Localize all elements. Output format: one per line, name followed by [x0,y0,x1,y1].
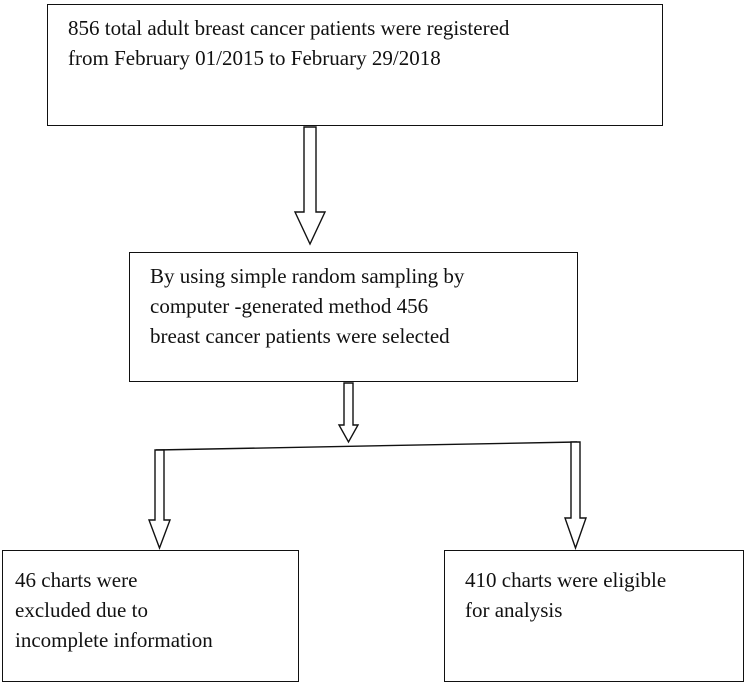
random-sampling-box: By using simple random sampling by compu… [129,252,578,382]
excluded-line-3: incomplete information [15,628,213,652]
arrow-to-sampling [293,126,327,246]
registered-patients-box: 856 total adult breast cancer patients w… [47,4,663,126]
registered-line-1: 856 total adult breast cancer patients w… [68,16,510,40]
eligible-charts-box: 410 charts were eligible for analysis [444,550,744,682]
sampling-line-1: By using simple random sampling by [150,264,465,288]
split-line [155,441,578,451]
eligible-line-2: for analysis [465,598,563,622]
arrow-to-split [337,382,360,444]
excluded-line-1: 46 charts were [15,568,138,592]
registered-line-2: from February 01/2015 to February 29/201… [68,46,441,70]
arrow-to-excluded [147,449,172,550]
sampling-line-3: breast cancer patients were selected [150,324,450,348]
excluded-charts-box: 46 charts were excluded due to incomplet… [2,550,299,682]
excluded-line-2: excluded due to [15,598,148,622]
sampling-line-2: computer -generated method 456 [150,294,429,318]
arrow-to-eligible [564,441,587,551]
eligible-line-1: 410 charts were eligible [465,568,667,592]
